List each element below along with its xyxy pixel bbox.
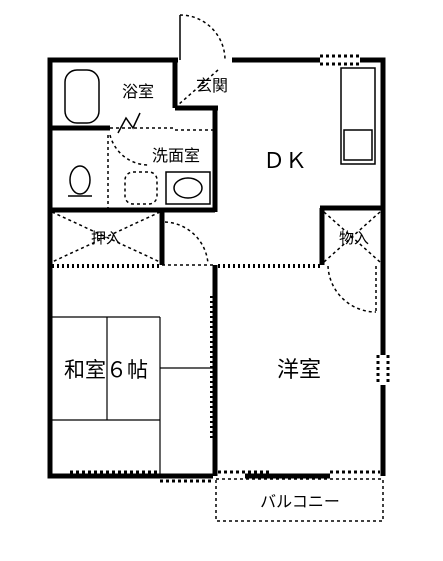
closet-right-label: 物入 xyxy=(339,229,369,247)
fixtures xyxy=(64,67,376,205)
washbasin-icon xyxy=(165,171,211,205)
partitions xyxy=(51,127,381,266)
bathtub-icon xyxy=(64,69,100,124)
windows xyxy=(70,54,390,483)
closet-left-label: 押入 xyxy=(91,229,121,247)
doors xyxy=(109,14,377,313)
outer-walls xyxy=(47,57,386,479)
washer-icon xyxy=(124,171,158,205)
balcony-outline xyxy=(215,478,384,522)
balcony-label: バルコニー xyxy=(260,492,340,511)
tatami-lines xyxy=(52,316,213,476)
interior-walls xyxy=(50,60,383,476)
washroom-label: 洗面室 xyxy=(152,146,200,165)
entrance-label: 玄関 xyxy=(196,76,228,95)
toilet-icon xyxy=(69,165,91,195)
room-dividers xyxy=(52,264,322,440)
dk-label: ＤＫ xyxy=(263,149,307,174)
room-labels: 浴室 玄関 洗面室 ＤＫ 押入 物入 和室６帖 洋室 バルコニー xyxy=(64,76,369,511)
bath-label: 浴室 xyxy=(122,82,154,101)
bath-step-icon xyxy=(117,112,141,134)
kitchen-counter-icon xyxy=(340,67,376,165)
japanese-room-label: 和室６帖 xyxy=(64,358,148,382)
western-room-label: 洋室 xyxy=(277,358,321,383)
